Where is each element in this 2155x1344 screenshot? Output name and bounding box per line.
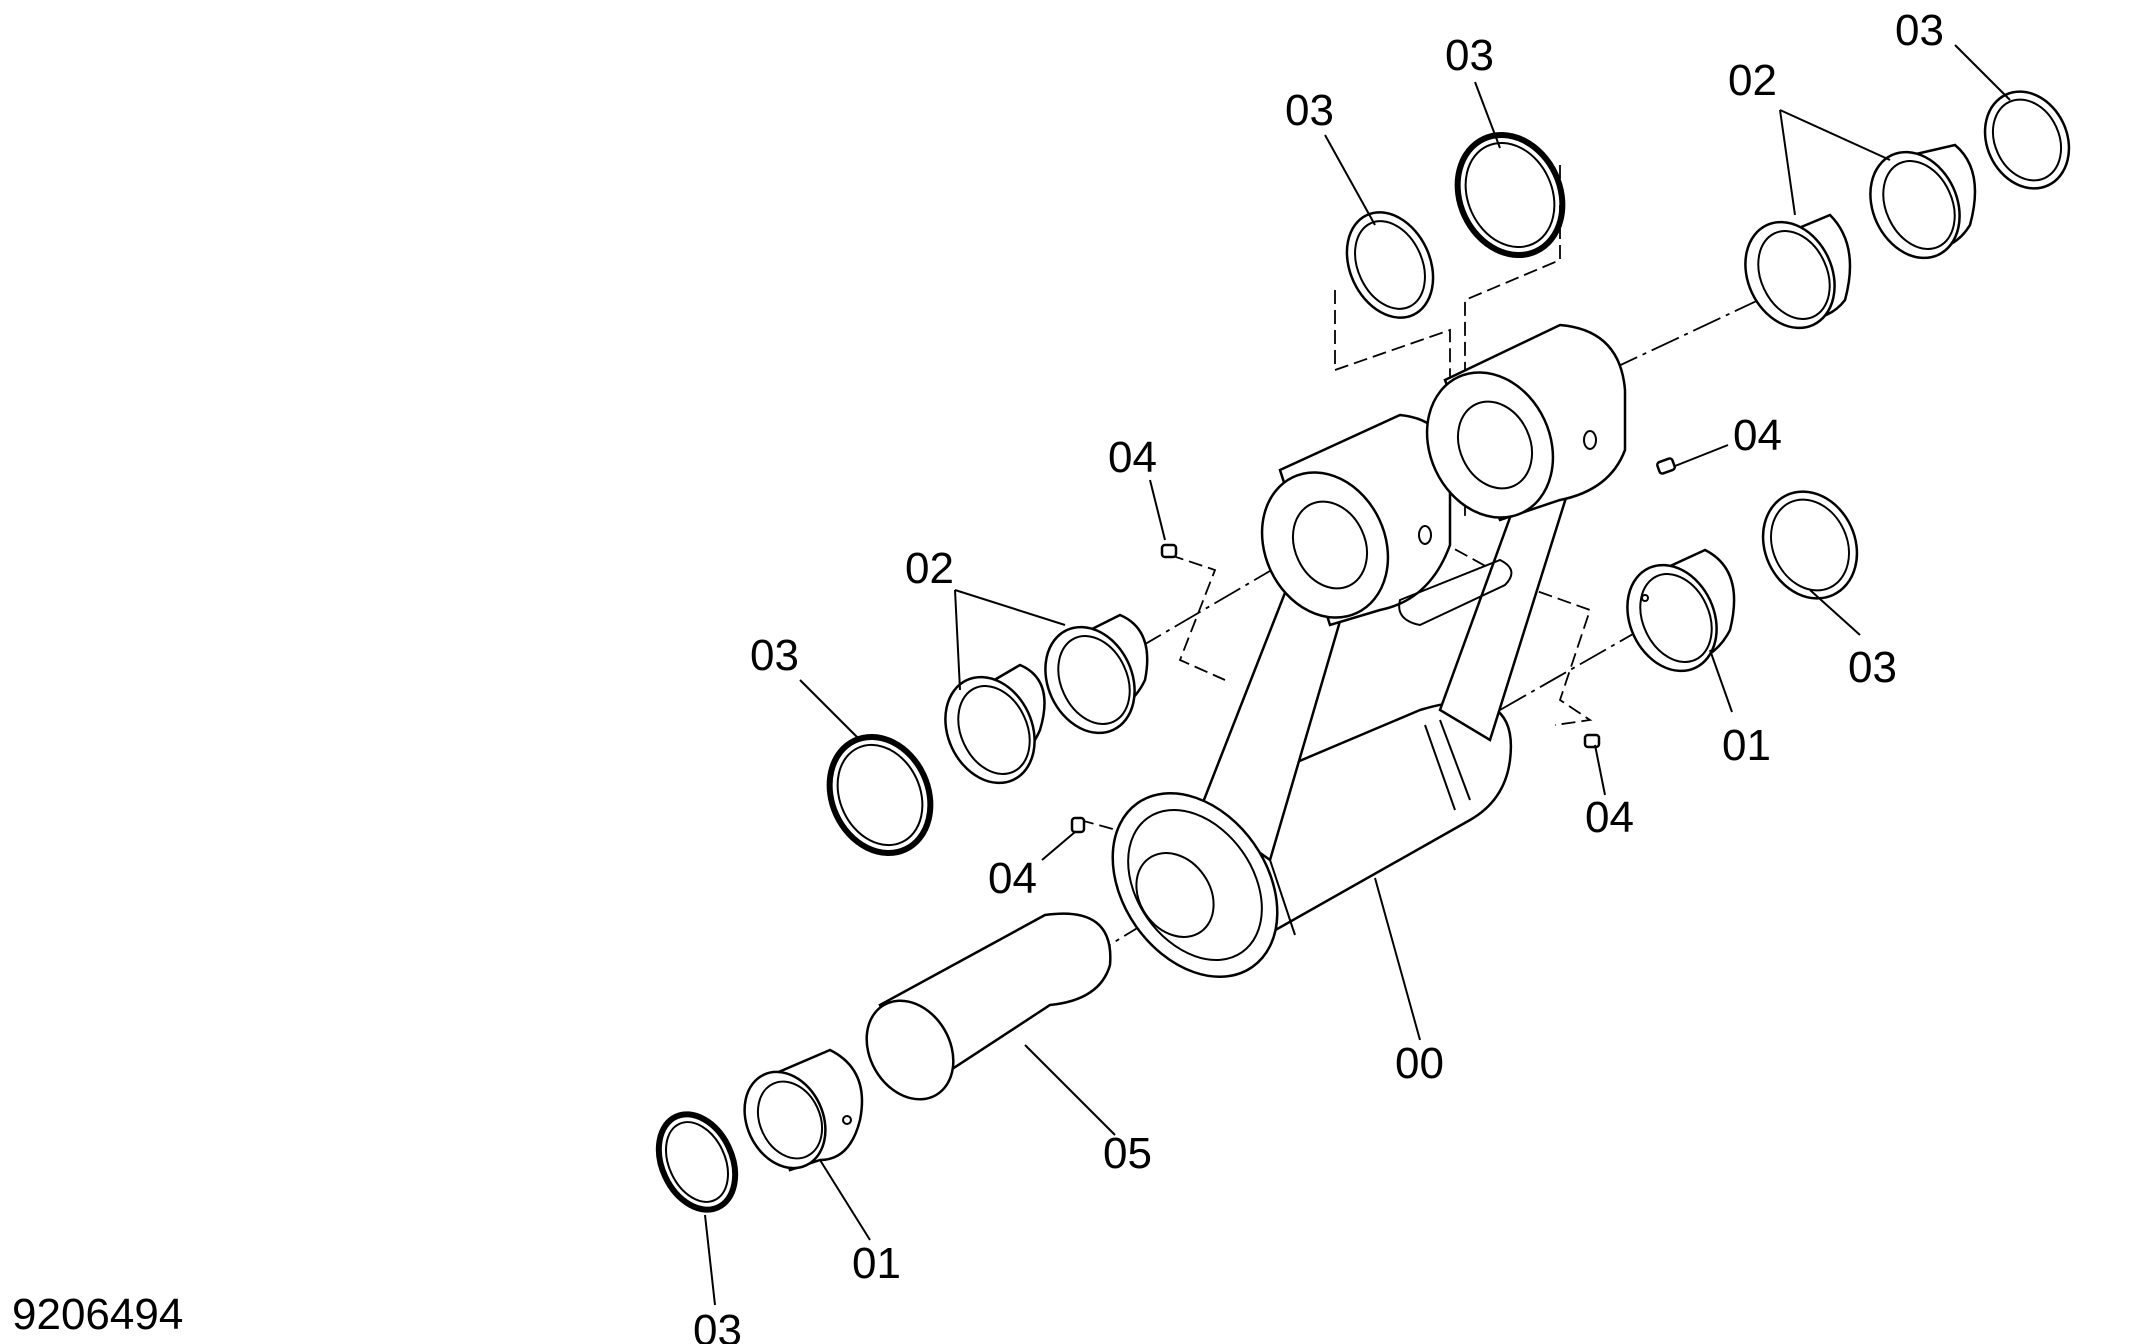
pin xyxy=(865,912,1112,1101)
label-04-lower-right: 04 xyxy=(1585,793,1634,842)
label-04-lower-left: 04 xyxy=(988,854,1037,903)
ring-top-mid xyxy=(1454,131,1566,259)
label-03-right: 03 xyxy=(1848,643,1897,692)
bushing-bottom xyxy=(743,1048,864,1172)
bushings-top-right xyxy=(1744,143,1977,330)
label-00: 00 xyxy=(1395,1039,1444,1088)
label-02-top-right: 02 xyxy=(1728,56,1777,105)
label-03-left: 03 xyxy=(750,631,799,680)
grease-nipples xyxy=(1070,457,1676,834)
label-02-left: 02 xyxy=(905,544,954,593)
bushing-right xyxy=(1626,548,1736,673)
label-04-upper-left: 04 xyxy=(1108,433,1157,482)
link-body xyxy=(1111,323,1627,978)
label-03-top-left: 03 xyxy=(1285,86,1334,135)
part-labels: 03 03 03 02 04 04 02 03 03 01 04 04 00 0… xyxy=(693,6,1944,1344)
label-01-right: 01 xyxy=(1722,721,1771,770)
label-01-bottom: 01 xyxy=(852,1239,901,1288)
bushings-left xyxy=(944,613,1149,785)
label-04-upper-right: 04 xyxy=(1733,411,1782,460)
label-03-bottom: 03 xyxy=(693,1306,742,1344)
label-03-top-mid: 03 xyxy=(1445,31,1494,80)
leader-lines xyxy=(704,44,2011,1306)
drawing-number: 9206494 xyxy=(12,1290,184,1339)
label-03-top-right: 03 xyxy=(1895,6,1944,55)
ring-top-left xyxy=(1345,211,1435,319)
ring-left xyxy=(826,733,934,857)
ring-top-right xyxy=(1983,90,2071,190)
ring-right xyxy=(1761,490,1859,600)
ring-bottom xyxy=(655,1111,739,1213)
label-05: 05 xyxy=(1103,1129,1152,1178)
